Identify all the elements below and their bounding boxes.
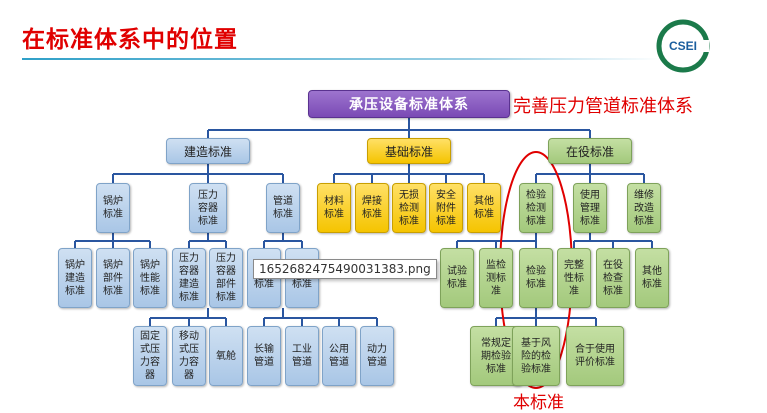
node-industrial-pipe: 工业管道 xyxy=(285,326,319,386)
note-bottom: 本标准 xyxy=(513,393,564,413)
node-inspection: 检验标准 xyxy=(519,248,553,308)
node-boiler: 锅炉标准 xyxy=(96,183,130,233)
node-monitor: 监检测标准 xyxy=(479,248,513,308)
node-inservice-check: 在役检查标准 xyxy=(596,248,630,308)
node-use-other: 其他标准 xyxy=(635,248,669,308)
node-risk-check: 基于风险的检验标准 xyxy=(512,326,560,386)
node-integrity: 完整性标准 xyxy=(557,248,591,308)
node-basic: 基础标准 xyxy=(367,138,451,164)
node-fitness-check: 合于使用评价标准 xyxy=(566,326,624,386)
title-underline xyxy=(22,58,662,60)
node-test: 试验标准 xyxy=(440,248,474,308)
node-service: 在役标准 xyxy=(548,138,632,164)
node-power-pipe: 动力管道 xyxy=(360,326,394,386)
node-basic-other: 其他标准 xyxy=(467,183,501,233)
svg-text:CSEI: CSEI xyxy=(669,39,697,53)
node-build: 建造标准 xyxy=(166,138,250,164)
node-boiler-parts: 锅炉部件标准 xyxy=(96,248,130,308)
node-basic-safety: 安全附件标准 xyxy=(429,183,463,233)
node-long-pipe: 长输管道 xyxy=(247,326,281,386)
csei-logo: CSEI xyxy=(656,19,710,73)
node-public-pipe: 公用管道 xyxy=(322,326,356,386)
node-pipe: 管道标准 xyxy=(266,183,300,233)
node-inspect: 检验检测标准 xyxy=(519,183,553,233)
page-title: 在标准体系中的位置 xyxy=(22,27,238,53)
node-boiler-perf: 锅炉性能标准 xyxy=(133,248,167,308)
node-vessel-parts: 压力容器部件标准 xyxy=(209,248,243,308)
root-node: 承压设备标准体系 xyxy=(308,90,510,118)
filename-tooltip: 1652682475490031383.png xyxy=(253,259,437,279)
node-basic-welding: 焊接标准 xyxy=(355,183,389,233)
node-vessel: 压力容器标准 xyxy=(189,183,227,233)
node-oxygen-chamber: 氧舱 xyxy=(209,326,243,386)
node-use: 使用管理标准 xyxy=(573,183,607,233)
node-basic-material: 材料标准 xyxy=(317,183,351,233)
node-boiler-build: 锅炉建造标准 xyxy=(58,248,92,308)
node-repair: 维修改造标准 xyxy=(627,183,661,233)
note-right: 完善压力管道标准体系 xyxy=(513,96,693,117)
node-basic-ndt: 无损检测标准 xyxy=(392,183,426,233)
node-mobile-vessel: 移动式压力容器 xyxy=(172,326,206,386)
node-fixed-vessel: 固定式压力容器 xyxy=(133,326,167,386)
node-vessel-build: 压力容器建造标准 xyxy=(172,248,206,308)
